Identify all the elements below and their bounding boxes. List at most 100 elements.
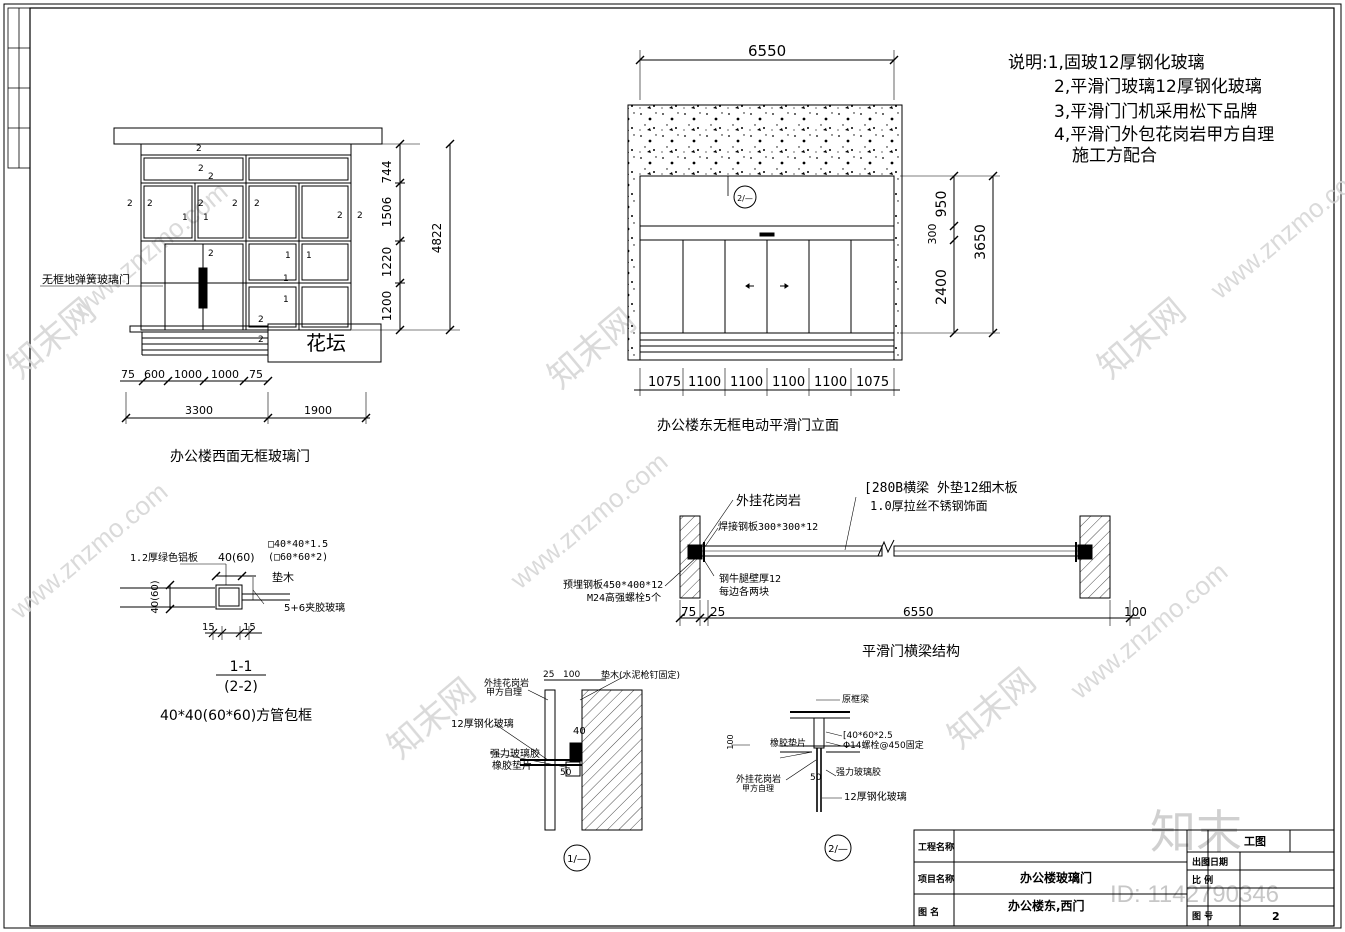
detail-ref-2[interactable]: 2/— xyxy=(737,194,753,203)
dim-600: 600 xyxy=(144,368,165,381)
label-dim-40-60: 40(60) xyxy=(218,551,255,564)
watermark-brand: 知末网 xyxy=(941,661,1044,756)
d1-pad-label: 橡胶垫片 xyxy=(492,759,532,772)
dim-1506: 1506 xyxy=(380,197,394,228)
title-block-labels: 工程名称 项目名称 办公楼玻璃门 图 名 办公楼东,西门 工图 出图日期 比 例… xyxy=(918,835,1280,923)
d2-glass-label: 12厚钢化玻璃 xyxy=(844,790,907,803)
pane-mark: 1 xyxy=(283,274,289,284)
watermark-brand: 知末网 xyxy=(1091,291,1194,386)
note-1: 说明:1,固玻12厚钢化玻璃 xyxy=(1008,53,1205,73)
dim-75b: 75 xyxy=(249,368,263,381)
tb-sheet-no: 2 xyxy=(1272,910,1280,923)
detail-ref-1[interactable]: 1/— xyxy=(567,854,587,865)
d2-dim-50: 50 xyxy=(810,773,822,783)
pane-mark: 2 xyxy=(258,315,264,325)
d2-seal-label: 强力玻璃胶 xyxy=(836,766,881,778)
note-3: 3,平滑门门机采用松下品牌 xyxy=(1054,102,1257,122)
d1-dim-40: 40 xyxy=(573,726,586,737)
tb-item-label: 项目名称 xyxy=(918,873,954,885)
pane-mark: 2 xyxy=(208,249,214,259)
section-label: 1-1 xyxy=(230,659,253,675)
dim-950: 950 xyxy=(934,191,950,218)
beam-steel-label: 1.0厚拉丝不锈钢饰面 xyxy=(870,498,988,513)
sheet-outer-border xyxy=(3,3,1342,929)
beam-each-label: 每边各两块 xyxy=(719,585,769,598)
dim-1200: 1200 xyxy=(380,291,394,322)
pane-mark: 1 xyxy=(203,213,209,223)
beam-labels: 外挂花岗岩 [280B横梁 外垫12细木板 1.0厚拉丝不锈钢饰面 焊接钢板30… xyxy=(563,480,1147,660)
section-label-2: (2-2) xyxy=(224,679,258,695)
dim-3300: 3300 xyxy=(185,404,213,417)
pane-mark: 1 xyxy=(306,251,312,261)
dim-1100d: 1100 xyxy=(814,375,847,390)
west-door-elevation xyxy=(40,127,460,424)
dim-1075b: 1075 xyxy=(856,375,889,390)
dim-1220: 1220 xyxy=(380,247,394,278)
label-side-40-60: 40(60) xyxy=(150,580,161,613)
west-door-caption: 办公楼西面无框玻璃门 xyxy=(170,448,310,465)
watermark-url: www.znzmo.com xyxy=(504,446,673,595)
pane-mark: 2 xyxy=(196,144,202,154)
pane-mark: 2 xyxy=(337,211,343,221)
label-15a: 15 xyxy=(202,622,215,633)
pane-mark: 2 xyxy=(258,335,264,345)
note-4: 4,平滑门外包花岗岩甲方自理 xyxy=(1054,125,1274,145)
beam-structure xyxy=(664,496,1140,626)
dim-2400: 2400 xyxy=(934,269,950,305)
pane-mark: 2 xyxy=(147,199,153,209)
label-alu-panel: 1.2厚绿色铝板 xyxy=(130,551,198,564)
dim-744: 744 xyxy=(380,161,394,184)
planter-label: 花坛 xyxy=(306,331,346,355)
beam-granite-label: 外挂花岗岩 xyxy=(736,493,801,509)
detail-ref-2b[interactable]: 2/— xyxy=(828,844,848,855)
detail-2 xyxy=(731,699,860,862)
d2-granite-label: 外挂花岗岩 xyxy=(736,773,781,785)
beam-weld-plate-label: 焊接钢板300*300*12 xyxy=(718,520,818,533)
label-15b: 15 xyxy=(243,622,256,633)
label-tube-1: □40*40*1.5 xyxy=(268,539,328,550)
section-1-1-labels: 1.2厚绿色铝板 40(60) □40*40*1.5 (□60*60*2) 垫木… xyxy=(130,539,345,724)
beam-bolt-label: M24高强螺栓5个 xyxy=(587,591,661,604)
d2-bolt-label: Φ14螺栓@450固定 xyxy=(843,739,924,751)
note-2: 2,平滑门玻璃12厚钢化玻璃 xyxy=(1054,77,1262,97)
dim-75a: 75 xyxy=(121,368,135,381)
dim-3650: 3650 xyxy=(973,224,989,260)
pane-mark: 2 xyxy=(208,172,214,182)
section-1-1 xyxy=(120,563,290,676)
detail-1-labels: 25 100 垫木(水泥枪钉固定) 外挂花岗岩 甲方自理 12厚钢化玻璃 强力玻… xyxy=(451,669,680,865)
pane-mark: 1 xyxy=(283,295,289,305)
watermark-brand: 知末网 xyxy=(1,291,104,386)
pane-mark: 2 xyxy=(127,199,133,209)
watermark-url: www.znzmo.com xyxy=(4,476,173,625)
d1-seal-label: 强力玻璃胶 xyxy=(490,747,540,760)
tb-project-label: 工程名称 xyxy=(918,841,954,853)
d2-tube-label: [40*60*2.5 xyxy=(843,731,893,741)
label-wood-pad: 垫木 xyxy=(272,570,294,584)
sheet-inner-border xyxy=(29,7,1335,927)
beam-dim-100: 100 xyxy=(1124,605,1147,619)
beam-dim-75: 75 xyxy=(681,605,696,619)
beam-leg-label: 钢牛腿壁厚12 xyxy=(719,572,781,585)
dim-1075a: 1075 xyxy=(648,375,681,390)
title-block xyxy=(913,829,1335,927)
detail-1 xyxy=(489,675,643,872)
notes: 说明:1,固玻12厚钢化玻璃 2,平滑门玻璃12厚钢化玻璃 3,平滑门门机采用松… xyxy=(1008,53,1274,166)
dim-1100c: 1100 xyxy=(772,375,805,390)
west-door-labels: 无框地弹簧玻璃门 花坛 744 1506 1220 1200 4822 75 6… xyxy=(42,144,444,465)
d2-pad-label: 橡胶垫片 xyxy=(770,737,806,749)
tb-item-value: 办公楼玻璃门 xyxy=(1020,870,1092,885)
label-laminated-glass: 5+6夹胶玻璃 xyxy=(284,601,345,614)
d2-beam-label: 原框梁 xyxy=(842,693,869,705)
east-door-elevation xyxy=(627,50,1000,396)
d1-owner-label: 甲方自理 xyxy=(486,686,522,698)
pane-mark: 2 xyxy=(232,199,238,209)
pane-mark: 2 xyxy=(198,199,204,209)
beam-caption: 平滑门横梁结构 xyxy=(862,643,960,660)
d1-glass-label: 12厚钢化玻璃 xyxy=(451,717,514,730)
pane-mark: 2 xyxy=(357,211,363,221)
east-door-labels: 6550 2/— 950 300 2400 3650 1075 1100 110… xyxy=(648,42,989,434)
d1-dim-50: 50 xyxy=(560,768,572,778)
detail-2-labels: 原框梁 [40*60*2.5 Φ14螺栓@450固定 橡胶垫片 强力玻璃胶 外挂… xyxy=(726,693,924,855)
note-5: 施工方配合 xyxy=(1072,146,1157,166)
